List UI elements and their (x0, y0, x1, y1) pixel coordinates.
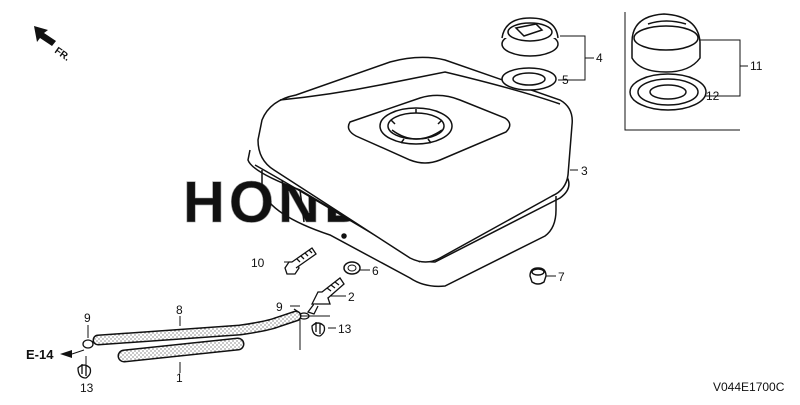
fuel-hose-long (92, 310, 302, 346)
front-direction-arrow: FR. (34, 26, 72, 64)
callout-13-right: 13 (338, 322, 352, 336)
callout-2: 2 (348, 290, 355, 304)
callout-numbers: 4 5 3 6 7 10 2 9 13 8 1 9 13 11 12 (80, 51, 763, 395)
hose-clamp-left (77, 364, 92, 379)
callout-9-lower: 9 (84, 311, 91, 325)
callout-9-upper: 9 (276, 300, 283, 314)
figure-code: V044E1700C (713, 380, 785, 394)
kit-fuel-cap (631, 13, 701, 73)
kit-cap-seal (629, 73, 707, 111)
reference-code: E-14 (26, 347, 54, 362)
callout-3: 3 (581, 164, 588, 178)
callout-4: 4 (596, 51, 603, 65)
fuel-cock (306, 277, 345, 315)
cap-gasket (501, 67, 557, 91)
fuel-cap (501, 17, 559, 57)
arrow-icon (34, 26, 56, 46)
callout-1: 1 (176, 371, 183, 385)
callout-13-left: 13 (80, 381, 94, 395)
callout-6: 6 (372, 264, 379, 278)
callout-10: 10 (251, 256, 265, 270)
direction-label: FR. (52, 45, 72, 63)
hose-clamp-right (311, 322, 326, 337)
left-arrow-icon (60, 350, 72, 358)
washer-hole (347, 264, 357, 272)
reference-arrow: E-14 (26, 347, 85, 362)
tank-cushion (529, 267, 547, 285)
fuel-hose-short (117, 337, 245, 363)
callout-7: 7 (558, 270, 565, 284)
callout-8: 8 (176, 303, 183, 317)
callout-11: 11 (750, 59, 763, 73)
fuel-tank (247, 56, 573, 288)
callout-5: 5 (562, 73, 569, 87)
callout-12: 12 (706, 89, 720, 103)
bolt (284, 247, 317, 275)
